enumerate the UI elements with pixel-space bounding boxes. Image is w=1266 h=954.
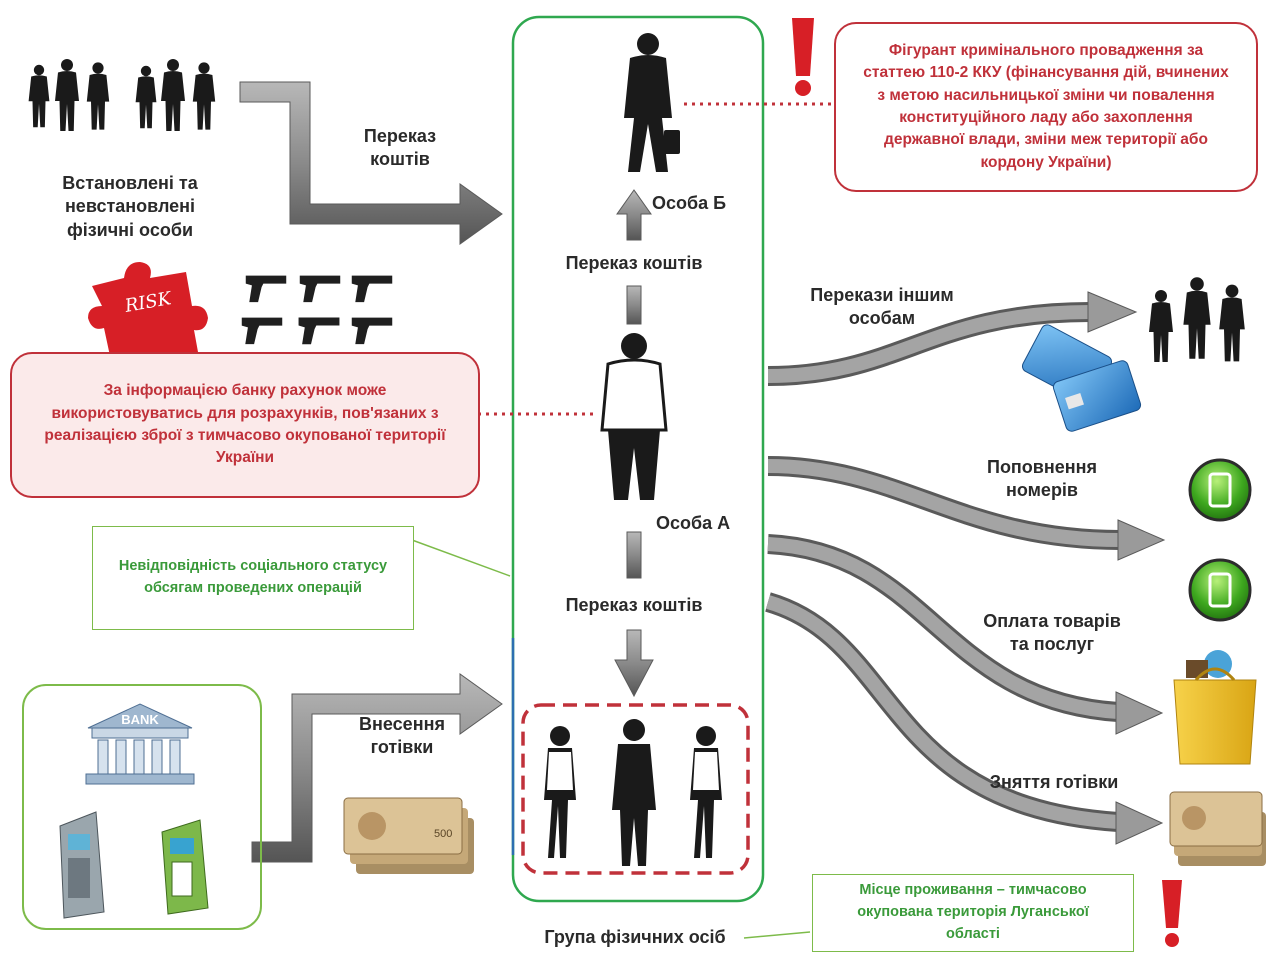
bank-info-callout: За інформацією банку рахунок може викори… (10, 352, 480, 498)
warning-icon-top (792, 18, 814, 96)
group-people-icon (544, 719, 722, 866)
callout-connectors (411, 539, 811, 939)
banknote-value-text: 500 (434, 828, 453, 840)
edge-label-a-to-b: Переказ коштів (565, 253, 703, 273)
shopping-bag-icon (1173, 650, 1257, 765)
person-b-label: Особа Б (652, 193, 727, 213)
payment-terminal-icon (161, 819, 209, 915)
person-a-icon (600, 333, 668, 500)
weapons-icon (241, 275, 393, 345)
bank-building-icon (85, 703, 195, 785)
left-green-frame (22, 684, 262, 930)
edge-label-transfer-top: Переказ коштів (363, 126, 437, 170)
edge-label-phone-topup: Поповнення номерів (987, 457, 1097, 501)
banknotes-icon-right (1169, 791, 1266, 866)
group-label: Група фізичних осіб (544, 927, 726, 947)
person-b-icon (624, 33, 680, 172)
edge-label-a-to-group: Переказ коштів (565, 595, 703, 615)
arrow-a-to-group (614, 531, 654, 698)
mismatch-callout: Невідповідність соціального статусу обся… (92, 526, 414, 630)
bank-cards-icon (1021, 324, 1142, 432)
output-arrows-fill (766, 305, 1121, 829)
persons-group-icon (28, 59, 216, 131)
residence-callout: Місце проживання – тимчасово окупована т… (812, 874, 1134, 952)
arrow-transfer-top (239, 81, 503, 245)
arrow-cash-deposit (251, 673, 503, 863)
arrow-a-to-b (616, 189, 652, 325)
edge-label-payment-goods: Оплата товарів та послуг (983, 611, 1121, 655)
other-persons-icon (1149, 277, 1245, 362)
banknotes-icon-left (343, 797, 474, 874)
person-a-label: Особа А (656, 513, 731, 533)
group-frame (521, 703, 750, 875)
risk-puzzle-icon (88, 262, 208, 356)
bank-building-text: BANK (121, 712, 159, 727)
edge-label-transfers-others: Перекази іншим особам (810, 285, 954, 329)
dotted-connectors (478, 102, 834, 416)
output-arrowheads (1087, 291, 1166, 845)
suspect-callout: Фігурант кримінального провадження за ст… (834, 22, 1258, 192)
phone-topup-icon (1188, 458, 1252, 622)
atm-icon (59, 811, 105, 919)
edge-label-cash-withdrawal: Зняття готівки (989, 772, 1119, 792)
warning-icon-bottom (1162, 880, 1182, 947)
persons-group-label: Встановлені та невстановлені фізичні осо… (62, 173, 198, 240)
edge-label-cash-deposit: Внесення готівки (359, 714, 445, 758)
person-a-frame (511, 15, 765, 903)
